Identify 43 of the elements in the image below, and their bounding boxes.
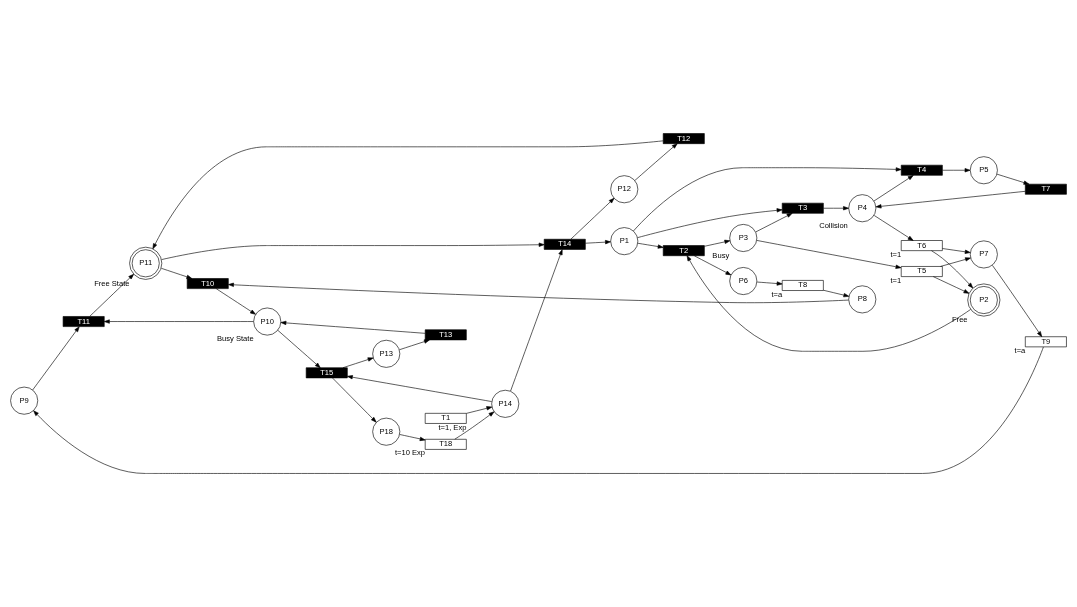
arrow [942,168,971,173]
arrow [873,175,914,202]
arrow [347,375,492,402]
arrow [399,339,430,350]
arrow [342,357,374,369]
arrow [756,281,783,286]
arrow [454,411,495,440]
arrow [161,242,545,260]
arrow [510,249,563,392]
arrow [823,206,849,211]
arrow [161,268,193,279]
arrow [755,213,793,233]
arrow [693,255,732,276]
arrow [932,276,970,294]
arrow [823,289,850,298]
arrow [704,239,731,247]
arrow [332,377,377,423]
arrow [215,288,256,315]
arrow [466,406,493,414]
arrow [634,143,678,181]
arrow [585,240,611,245]
arrow [633,167,902,232]
arrow [104,319,254,324]
arrow [931,250,974,289]
arrow [277,329,321,368]
arrow [637,208,783,238]
arrow [992,265,1043,337]
arrow [875,191,1026,209]
arrow [570,197,615,240]
arrow [32,326,80,391]
arrow [637,242,664,249]
arrow [399,434,426,441]
arrow [996,173,1030,185]
arrow [940,257,971,267]
arrow [756,240,902,269]
arrow [873,215,914,241]
arrow [33,346,1044,474]
arrow [280,320,426,334]
arrow [89,273,134,317]
arrow [942,248,971,254]
arrow [686,255,971,352]
arrow [228,282,849,304]
arrow [152,140,664,250]
